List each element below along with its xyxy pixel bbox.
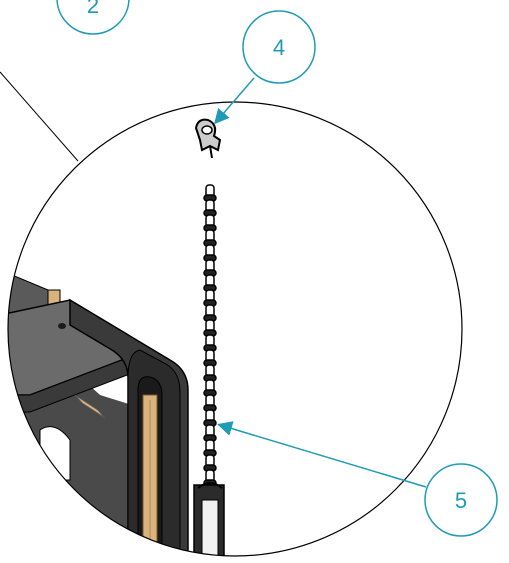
callout-5-label: 5	[455, 488, 467, 513]
callout-2: 2	[56, 0, 130, 35]
detail-view-contents	[8, 118, 225, 556]
callout-5-leader	[217, 421, 427, 488]
detail-circle	[7, 101, 463, 557]
callout-4-leader	[214, 77, 255, 125]
hook-part	[194, 118, 222, 159]
detail-leader-line	[0, 71, 79, 162]
callout-4: 4	[242, 10, 316, 84]
chain	[203, 184, 217, 498]
chain-end-bracket	[193, 482, 225, 556]
wooden-dowel	[74, 394, 106, 419]
callout-2-label: 2	[87, 0, 99, 18]
callout-5: 5	[424, 463, 498, 537]
callout-4-label: 4	[273, 35, 285, 60]
screw-hole	[58, 323, 66, 329]
